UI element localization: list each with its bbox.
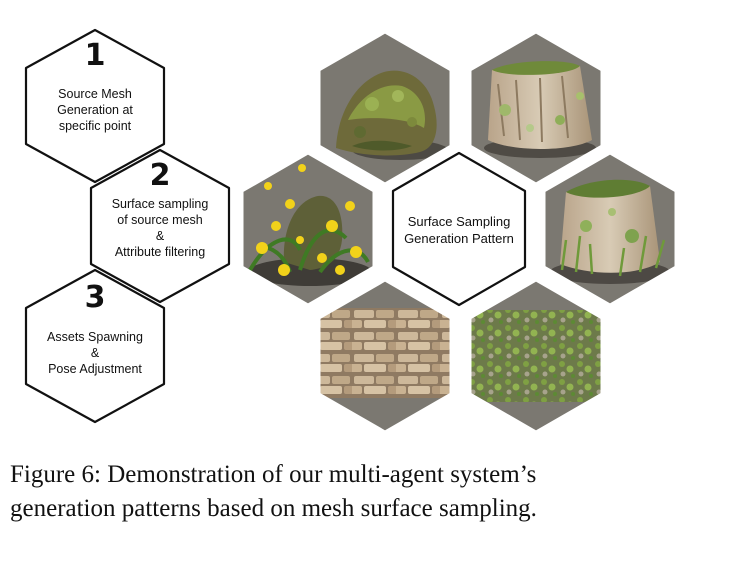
step-2-hexagon: [89, 148, 231, 304]
step-2-line-1: Surface sampling: [112, 197, 209, 211]
step-1-line-3: specific point: [59, 119, 132, 133]
center-hexagon-shape: [391, 151, 527, 307]
figure-diagram: 1 Source Mesh Generation at specific poi…: [24, 28, 678, 434]
image-flowers-on-rock: [240, 151, 376, 307]
figure-caption: Figure 6: Demonstration of our multi-age…: [10, 458, 736, 526]
step-3: 3 Assets Spawning & Pose Adjustment: [24, 268, 166, 424]
center-line-2: Generation Pattern: [404, 231, 514, 246]
step-2-number: 2: [150, 158, 171, 193]
step-1-hexagon: [24, 28, 166, 184]
step-3-hexagon: [24, 268, 166, 424]
step-2-line-3: &: [156, 229, 165, 243]
step-1-line-2: Generation at: [57, 103, 133, 117]
step-2-line-4: Attribute filtering: [115, 245, 205, 259]
center-line-1: Surface Sampling: [408, 214, 511, 229]
image-moss-wall: [468, 278, 604, 434]
step-3-line-1: Assets Spawning: [47, 330, 143, 344]
image-tree-stump: [468, 30, 604, 186]
caption-line-2: generation patterns based on mesh surfac…: [10, 495, 537, 522]
image-mossy-rock: [317, 30, 453, 186]
step-3-line-2: &: [91, 346, 100, 360]
image-stump-with-grass: [542, 151, 678, 307]
step-1-line-1: Source Mesh: [58, 87, 132, 101]
caption-line-1: Figure 6: Demonstration of our multi-age…: [10, 461, 537, 488]
center-hexagon: Surface Sampling Generation Pattern: [391, 151, 527, 307]
step-1-number: 1: [85, 38, 106, 73]
step-1: 1 Source Mesh Generation at specific poi…: [24, 28, 166, 184]
step-2-line-2: of source mesh: [117, 213, 203, 227]
step-2: 2 Surface sampling of source mesh & Attr…: [89, 148, 231, 304]
image-stone-wall: [317, 278, 453, 434]
step-3-number: 3: [85, 280, 106, 315]
step-3-line-3: Pose Adjustment: [48, 362, 142, 376]
